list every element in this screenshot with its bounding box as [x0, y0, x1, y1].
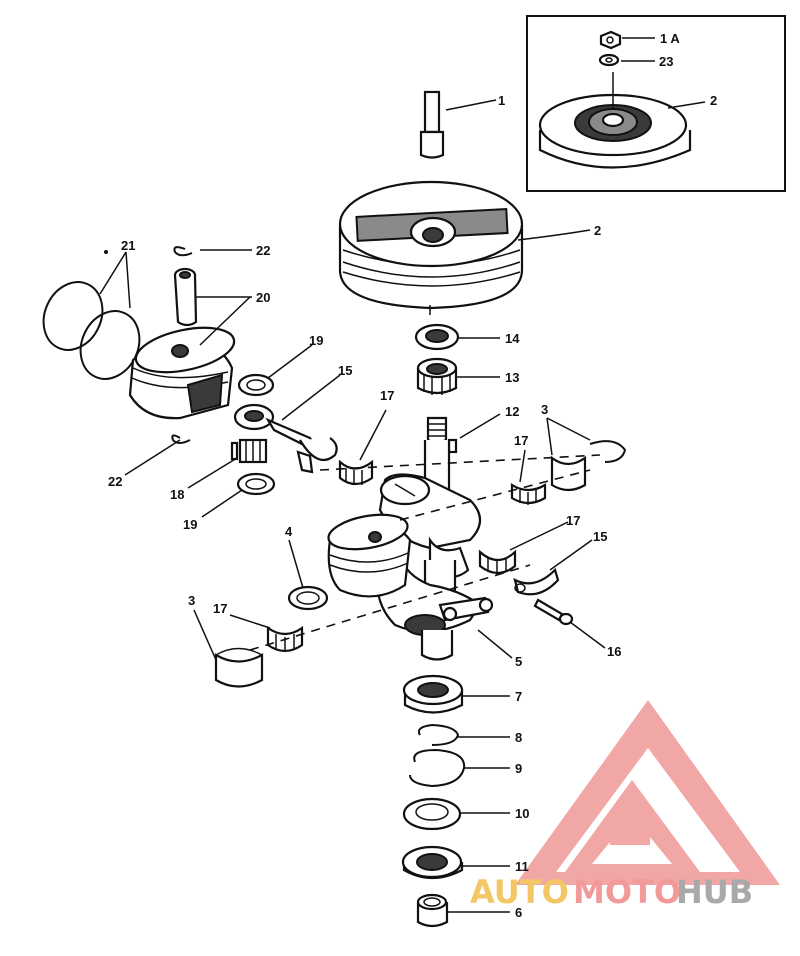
callout-3-left: 3 — [188, 593, 195, 608]
piston-pin-20 — [173, 267, 198, 327]
callout-20: 20 — [256, 290, 270, 305]
thrust-washer-19-bottom — [236, 472, 276, 496]
flywheel-bolt-1 — [419, 90, 445, 159]
callout-10: 10 — [515, 806, 529, 821]
needle-bearing-13 — [416, 357, 458, 395]
retaining-ring-9 — [409, 748, 466, 788]
callout-15-right: 15 — [593, 529, 607, 544]
bearing-race-3-left — [214, 647, 264, 688]
flywheel-2 — [338, 180, 524, 315]
sleeve-6 — [416, 893, 449, 928]
callout-17-left: 17 — [213, 601, 227, 616]
callout-18: 18 — [170, 487, 184, 502]
centerline-lower — [249, 564, 531, 651]
callout-3-right: 3 — [541, 402, 548, 417]
bearing-cage-17-c — [478, 549, 517, 575]
callout-19-top: 19 — [309, 333, 323, 348]
nut-1a — [599, 30, 622, 50]
washer-10 — [402, 797, 462, 831]
callout-17-upper: 17 — [380, 388, 394, 403]
leader-lines — [99, 37, 706, 913]
clip-22-top — [173, 246, 193, 257]
watermark-auto: AUTO — [470, 873, 569, 911]
callout-8: 8 — [515, 730, 522, 745]
bearing-14 — [414, 323, 460, 351]
bearing-race-3-right — [550, 440, 627, 492]
callout-14: 14 — [505, 331, 520, 346]
callout-21: 21 — [121, 238, 135, 253]
watermark-logo-triangle — [515, 700, 780, 885]
callout-5: 5 — [515, 654, 522, 669]
snap-ring-8 — [417, 723, 460, 746]
centerline-rod — [399, 469, 591, 521]
connecting-rod-15 — [233, 403, 338, 474]
bearing-cage-17-a — [338, 459, 374, 486]
rod-cap-15 — [513, 567, 560, 596]
piston-left — [128, 326, 236, 420]
watermark-hub: HUB — [676, 873, 753, 911]
thrust-washer-4 — [287, 585, 329, 611]
callout-7: 7 — [515, 689, 522, 704]
callout-22-bottom: 22 — [108, 474, 122, 489]
piston-center — [327, 513, 412, 598]
callout-17-mid: 17 — [566, 513, 580, 528]
watermark-moto: MOTO — [573, 873, 681, 911]
rod-bolt-16 — [533, 598, 574, 626]
callout-15-left: 15 — [338, 363, 352, 378]
oil-seal-11 — [401, 845, 464, 880]
callout-4: 4 — [285, 524, 293, 539]
callout-9: 9 — [515, 761, 522, 776]
callout-2: 2 — [594, 223, 601, 238]
rod-cap-screws-5 — [438, 596, 494, 622]
callout-13: 13 — [505, 370, 519, 385]
automotohub-watermark: AUTO MOTO HUB — [470, 700, 780, 911]
callout-11: 11 — [515, 859, 529, 874]
callout-17-right: 17 — [514, 433, 528, 448]
bearing-cage-17-b — [510, 483, 547, 505]
callout-19-bottom: 19 — [183, 517, 197, 532]
callout-16: 16 — [607, 644, 621, 659]
callout-23: 23 — [659, 54, 673, 69]
callout-1a: 1 A — [660, 31, 680, 46]
callout-22-top: 22 — [256, 243, 270, 258]
ball-bearing-7 — [402, 674, 464, 714]
callout-labels: 1 A 23 2 1 2 21 22 20 14 19 13 15 17 12 … — [108, 31, 717, 920]
callout-12: 12 — [505, 404, 519, 419]
washer-23 — [598, 53, 620, 67]
flywheel-inset — [538, 72, 692, 169]
callout-6: 6 — [515, 905, 522, 920]
thrust-washer-19-top — [237, 373, 275, 397]
callout-2-inset: 2 — [710, 93, 717, 108]
callout-1: 1 — [498, 93, 505, 108]
clip-22-bottom — [171, 434, 191, 444]
needle-bearing-18 — [230, 438, 268, 464]
inset-frame — [526, 15, 786, 192]
